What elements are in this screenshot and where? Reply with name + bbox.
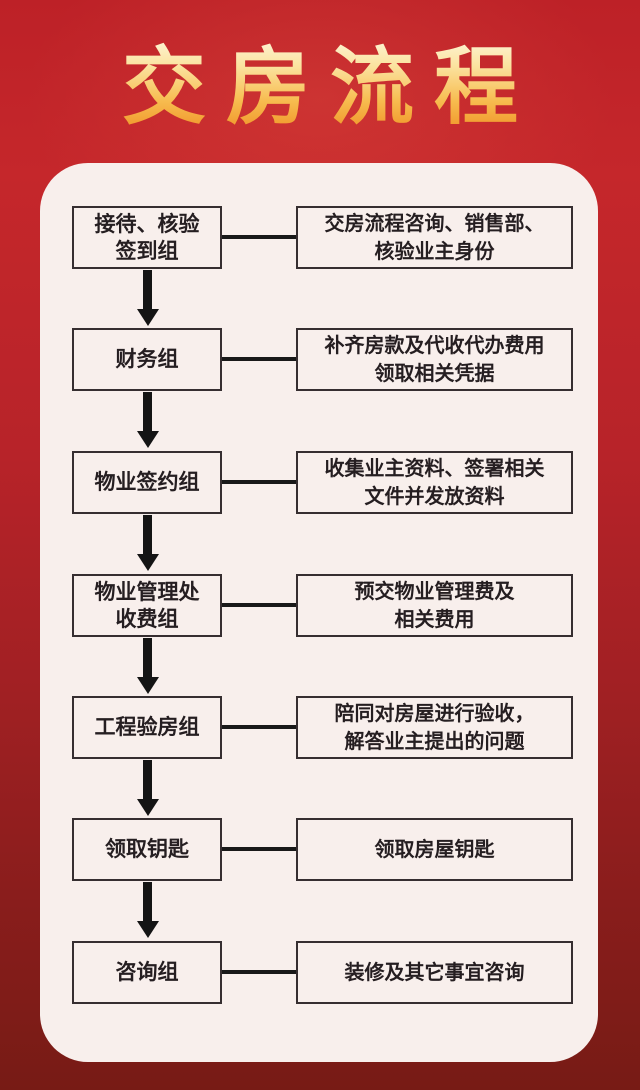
step-box: 领取钥匙 (72, 818, 222, 881)
flow-row: 工程验房组 陪同对房屋进行验收， 解答业主提出的问题 (40, 696, 598, 759)
down-arrow (136, 882, 159, 938)
connector-line (222, 847, 296, 851)
detail-box: 领取房屋钥匙 (296, 818, 573, 881)
step-box: 接待、核验 签到组 (72, 206, 222, 269)
page-title: 交房流程 (0, 20, 640, 140)
flowchart-panel: 接待、核验 签到组 交房流程咨询、销售部、 核验业主身份 财务组 补齐房款及代收… (40, 163, 598, 1062)
detail-box: 预交物业管理费及 相关费用 (296, 574, 573, 637)
detail-box: 交房流程咨询、销售部、 核验业主身份 (296, 206, 573, 269)
down-arrow (136, 392, 159, 448)
flow-row: 接待、核验 签到组 交房流程咨询、销售部、 核验业主身份 (40, 206, 598, 269)
step-box: 物业管理处 收费组 (72, 574, 222, 637)
down-arrow (136, 638, 159, 694)
detail-box: 装修及其它事宜咨询 (296, 941, 573, 1004)
flow-row: 咨询组 装修及其它事宜咨询 (40, 941, 598, 1004)
step-box: 物业签约组 (72, 451, 222, 514)
connector-line (222, 357, 296, 361)
connector-line (222, 603, 296, 607)
detail-box: 收集业主资料、签署相关 文件并发放资料 (296, 451, 573, 514)
connector-line (222, 725, 296, 729)
flow-row: 物业签约组 收集业主资料、签署相关 文件并发放资料 (40, 451, 598, 514)
down-arrow (136, 760, 159, 816)
step-box: 财务组 (72, 328, 222, 391)
connector-line (222, 235, 296, 239)
connector-line (222, 970, 296, 974)
down-arrow (136, 270, 159, 326)
step-box: 咨询组 (72, 941, 222, 1004)
detail-box: 补齐房款及代收代办费用 领取相关凭据 (296, 328, 573, 391)
flow-row: 物业管理处 收费组 预交物业管理费及 相关费用 (40, 574, 598, 637)
detail-box: 陪同对房屋进行验收， 解答业主提出的问题 (296, 696, 573, 759)
flow-row: 领取钥匙 领取房屋钥匙 (40, 818, 598, 881)
flow-row: 财务组 补齐房款及代收代办费用 领取相关凭据 (40, 328, 598, 391)
connector-line (222, 480, 296, 484)
step-box: 工程验房组 (72, 696, 222, 759)
down-arrow (136, 515, 159, 571)
